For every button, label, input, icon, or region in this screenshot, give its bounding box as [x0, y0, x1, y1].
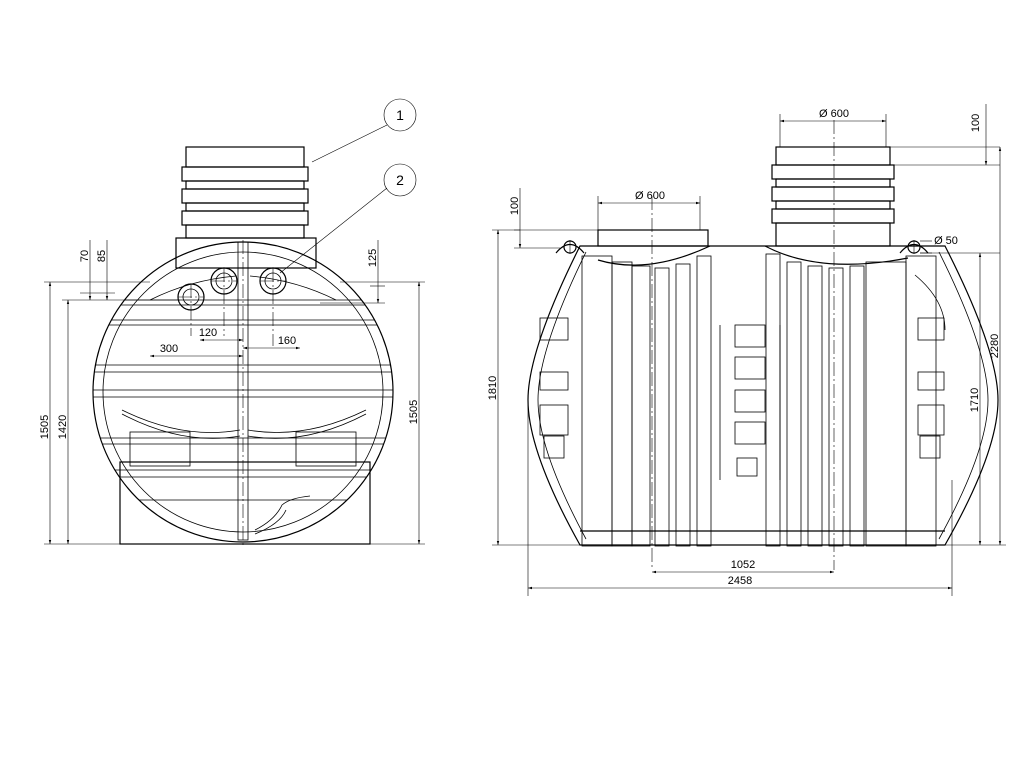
- callout-1-bubble: [383, 98, 417, 132]
- dim-dia-600-right: Ø 600: [819, 108, 849, 120]
- callout-2-label: 2: [396, 172, 404, 188]
- side-view: [492, 104, 1006, 596]
- dim-100-left: 100: [509, 197, 521, 215]
- callout-2-bubble: [383, 163, 417, 197]
- callout-1-label: 1: [396, 107, 404, 123]
- dim-2458: 2458: [728, 575, 752, 587]
- dim-1505-right: 1505: [408, 400, 420, 424]
- dim-1505-left: 1505: [39, 415, 51, 439]
- dim-1052: 1052: [731, 559, 755, 571]
- dim-160: 160: [278, 335, 296, 347]
- dim-1810: 1810: [487, 376, 499, 400]
- dim-85: 85: [96, 250, 108, 262]
- dim-1420: 1420: [57, 415, 69, 439]
- callout-2-leader: [279, 187, 388, 274]
- right-manhole-riser: [771, 146, 895, 247]
- dim-70: 70: [79, 250, 91, 262]
- dim-100-right: 100: [970, 114, 982, 132]
- callout-1-leader: [311, 124, 388, 163]
- centre-lattice: [719, 324, 781, 480]
- tank-body-outline: [527, 245, 999, 546]
- dim-dia-600-left: Ø 600: [635, 190, 665, 202]
- dim-dia-50: Ø 50: [934, 235, 958, 247]
- end-stiffeners: [539, 274, 946, 459]
- internal-ribs: [93, 242, 393, 541]
- dim-1710: 1710: [969, 388, 981, 412]
- tank-base: [119, 461, 371, 545]
- inlet-pipes: [177, 267, 287, 311]
- vertical-ribs: [581, 253, 937, 547]
- front-view: [44, 98, 425, 548]
- dim-125: 125: [367, 249, 379, 267]
- dim-300: 300: [160, 343, 178, 355]
- manhole-riser: [181, 146, 309, 239]
- dim-2280: 2280: [989, 334, 1001, 358]
- inspection-neck: [597, 229, 709, 247]
- dim-120: 120: [199, 327, 217, 339]
